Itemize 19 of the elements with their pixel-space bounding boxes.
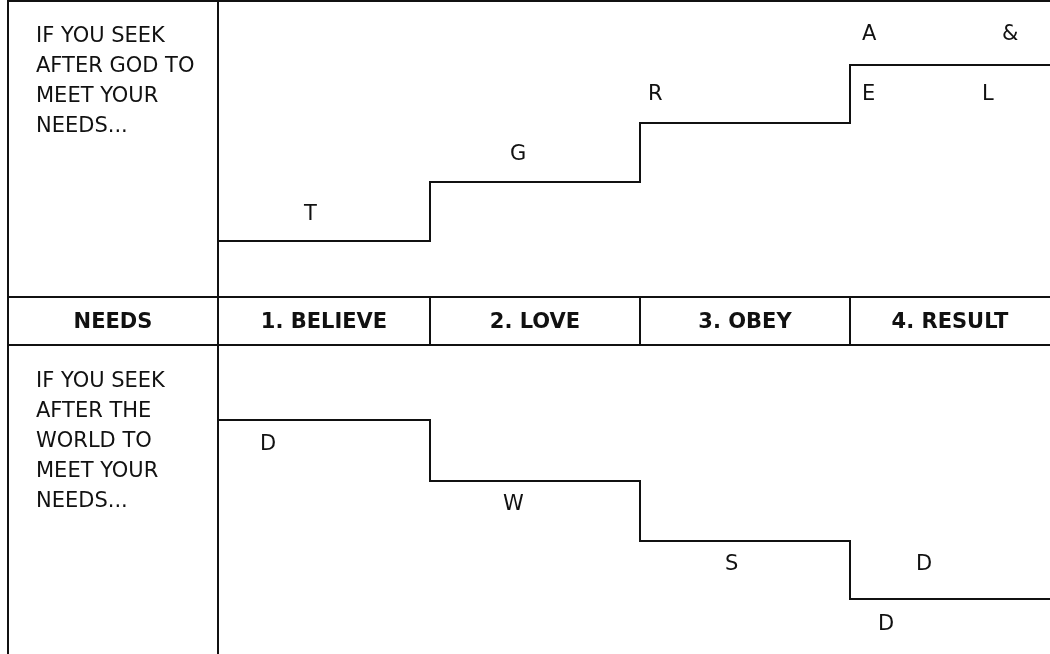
step-letter: D [916, 550, 933, 577]
column-heading: 3. OBEY [697, 308, 793, 335]
step-letter: E [862, 80, 876, 107]
step-letter: S [725, 550, 739, 577]
step-letter: D [260, 430, 277, 457]
column-heading: 2. LOVE [488, 308, 582, 335]
step-letter: G [510, 140, 527, 167]
step-letter: & [1002, 20, 1019, 47]
step-letter: L [982, 80, 994, 107]
row-description: IF YOU SEEK AFTER THE WORLD TO MEET YOUR NEEDS... [36, 367, 166, 514]
column-heading: NEEDS [72, 308, 154, 335]
step-letter: A [862, 20, 877, 47]
step-letter: D [878, 610, 895, 637]
row-description: IF YOU SEEK AFTER GOD TO MEET YOUR NEEDS... [36, 22, 196, 139]
column-heading: 1. BELIEVE [259, 308, 389, 335]
step-letter: W [503, 490, 524, 517]
step-letter: R [648, 80, 663, 107]
column-heading: 4. RESULT [890, 308, 1010, 335]
step-letter: T [304, 200, 317, 227]
